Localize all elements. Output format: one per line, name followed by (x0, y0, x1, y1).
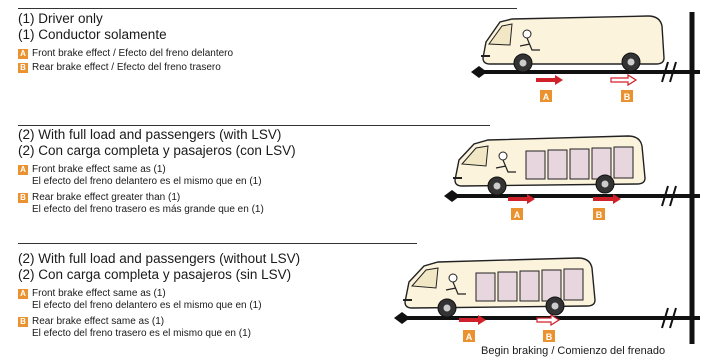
driver (498, 151, 508, 161)
section-1-rule (18, 8, 517, 9)
driver-body (495, 159, 516, 173)
label-a: A (466, 332, 473, 342)
windshield (410, 267, 439, 289)
section-3-heading-es: (2) Con carga completa y pasajeros (sin … (18, 267, 292, 282)
label-box-a (511, 208, 523, 220)
cargo-box (497, 271, 518, 302)
item-text: Rear brake effect same as (1) (32, 316, 165, 327)
item-text: Front brake effect same as (1) (32, 164, 166, 175)
cargo-box (519, 270, 540, 302)
road-break-mark (661, 307, 677, 329)
badge-b: B (18, 63, 28, 73)
windshield (488, 23, 513, 46)
rear-brake-arrow (536, 313, 561, 327)
front-brake-arrow (508, 194, 535, 204)
cargo-box (547, 149, 568, 180)
driver (522, 29, 532, 39)
cargo-box (591, 147, 612, 180)
front-wheel-hub (519, 59, 527, 67)
item-text: El efecto del freno trasero es más grand… (32, 204, 264, 215)
section-1-heading-es: (1) Conductor solamente (18, 27, 167, 42)
road-break-mark (661, 185, 677, 207)
front-brake-arrow (459, 315, 486, 325)
item-text: Rear brake effect / Efecto del freno tra… (32, 62, 221, 73)
section-3-item-a: A Front brake effect same as (1) El efec… (18, 288, 300, 312)
van-driver-only: A B (471, 15, 700, 102)
road-end-diamond (444, 190, 460, 202)
badge-a: A (18, 49, 28, 59)
item-text: Rear brake effect greater than (1) (32, 192, 181, 203)
section-2-rule (18, 125, 490, 126)
road-end-diamond (471, 66, 487, 78)
label-box-b (593, 208, 605, 220)
label-box-b (543, 330, 555, 342)
van-full-load-with-lsv: A B (444, 135, 700, 220)
section-3-item-b: B Rear brake effect same as (1) El efect… (18, 316, 300, 340)
section-2-item-b: B Rear brake effect greater than (1) El … (18, 192, 296, 216)
van-body (482, 15, 665, 65)
label-a: A (543, 92, 550, 102)
section-2-heading-en: (2) With full load and passengers (with … (18, 127, 282, 142)
label-b: B (624, 92, 631, 102)
label-b: B (596, 210, 603, 220)
item-text: Front brake effect same as (1) (32, 288, 166, 299)
cargo-box (613, 146, 634, 179)
front-wheel-hub (443, 304, 451, 312)
item-text: Front brake effect / Efecto del freno de… (32, 48, 234, 59)
section-1-heading-en: (1) Driver only (18, 11, 103, 26)
road-end-diamond (394, 312, 410, 324)
cargo-box (475, 272, 496, 302)
badge-b: B (18, 317, 28, 327)
driver-body (445, 281, 466, 295)
begin-braking-caption: Begin braking / Comienzo del frenado (481, 345, 666, 357)
rear-wheel-hub (627, 58, 635, 66)
rear-wheel-hub (551, 302, 559, 310)
label-box-b (621, 90, 633, 102)
front-wheel-hub (493, 182, 501, 190)
section-2: (2) With full load and passengers (with … (18, 127, 296, 216)
item-text: El efecto del freno delantero es el mism… (32, 300, 262, 311)
section-2-heading-es: (2) Con carga completa y pasajeros (con … (18, 143, 296, 158)
section-1-item-a: A Front brake effect / Efecto del freno … (18, 48, 233, 60)
van-full-load-without-lsv: A B (394, 257, 700, 342)
rear-brake-arrow (593, 194, 621, 204)
cargo-box (563, 268, 584, 301)
badge-a: A (18, 289, 28, 299)
section-3: (2) With full load and passengers (witho… (18, 251, 300, 340)
label-box-a (463, 330, 475, 342)
section-1: (1) Driver only (1) Conductor solamente … (18, 11, 233, 74)
label-a: A (514, 210, 521, 220)
front-brake-arrow (536, 75, 563, 85)
badge-a: A (18, 165, 28, 175)
cargo-box (569, 148, 590, 180)
rear-brake-arrow (610, 73, 638, 87)
badge-b: B (18, 193, 28, 203)
cargo-box (525, 150, 546, 180)
item-text: El efecto del freno trasero es el mismo … (32, 328, 251, 339)
item-text: El efecto del freno delantero es el mism… (32, 176, 262, 187)
driver-body (519, 37, 540, 51)
section-3-heading-en: (2) With full load and passengers (witho… (18, 251, 301, 266)
road-break-mark (661, 61, 677, 83)
rear-wheel-hub (601, 180, 609, 188)
label-b: B (546, 332, 553, 342)
windshield (460, 145, 489, 167)
section-2-item-a: A Front brake effect same as (1) El efec… (18, 164, 296, 188)
label-box-a (540, 90, 552, 102)
driver (448, 273, 458, 283)
section-1-item-b: B Rear brake effect / Efecto del freno t… (18, 62, 233, 74)
cargo-box (541, 269, 562, 302)
section-3-rule (18, 243, 417, 244)
